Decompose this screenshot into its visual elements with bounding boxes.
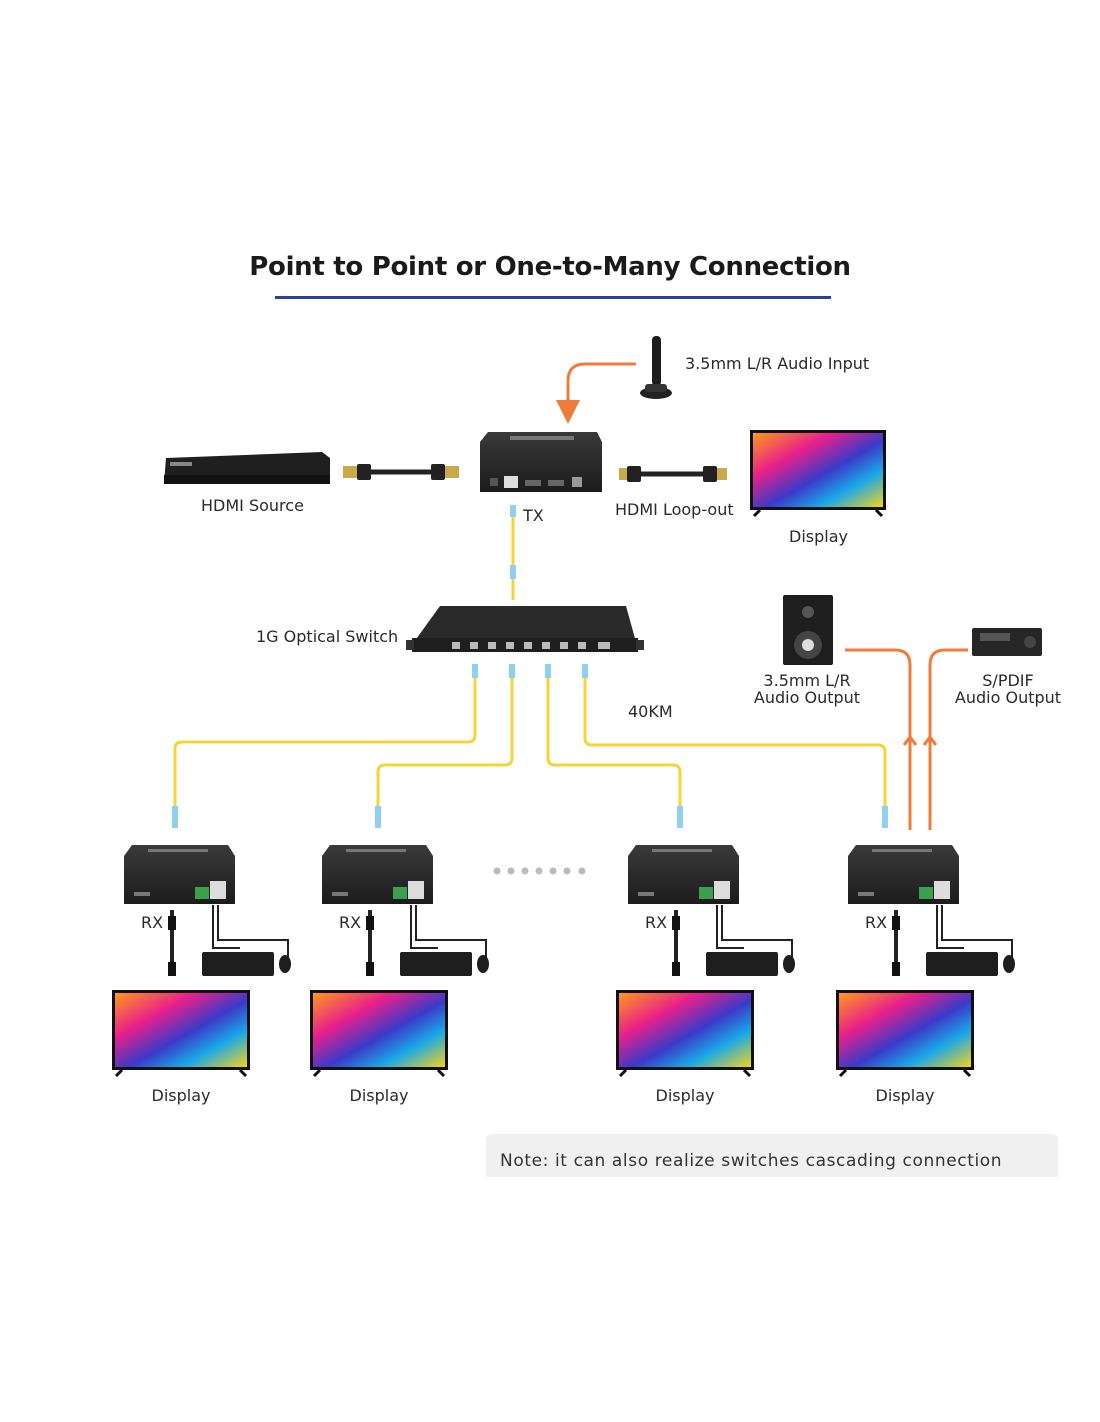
- title-underline: [275, 296, 831, 299]
- display-top-label: Display: [789, 527, 848, 546]
- hdmi-source-player-icon: [164, 452, 330, 484]
- hdmi-source-label: HDMI Source: [201, 496, 304, 515]
- receiver-set-2: [310, 845, 489, 1078]
- spdif-receiver-icon: [972, 628, 1042, 656]
- hdmi-loopout-label: HDMI Loop-out: [615, 500, 734, 519]
- display-label: Display: [151, 1086, 211, 1105]
- audio-output-cables: [845, 648, 968, 830]
- speaker-icon: [783, 595, 833, 665]
- receiver-set-4: [836, 845, 1015, 1078]
- receiver-set-1: [112, 845, 291, 1078]
- audio-input-cable: [556, 362, 636, 424]
- tx-transmitter-icon: [480, 432, 602, 492]
- hdmi-cable-right: [619, 466, 727, 482]
- receiver-set-3: [616, 845, 795, 1078]
- distance-label: 40KM: [628, 702, 673, 721]
- rx-label: RX: [339, 913, 362, 932]
- spdif-output-label: S/PDIF Audio Output: [954, 671, 1062, 707]
- audio-input-antenna-icon: [640, 336, 672, 399]
- optical-switch-label: 1G Optical Switch: [256, 627, 399, 646]
- display-label: Display: [875, 1086, 935, 1105]
- fiber-switch-to-rx4: [582, 664, 888, 828]
- display-top-icon: [750, 430, 886, 518]
- display-label: Display: [349, 1086, 409, 1105]
- more-receivers-dots: [493, 867, 586, 875]
- tx-label: TX: [523, 506, 544, 525]
- audio-input-label: 3.5mm L/R Audio Input: [685, 354, 870, 373]
- page-title: Point to Point or One-to-Many Connection: [249, 252, 851, 282]
- cascading-note-box: Note: it can also realize switches casca…: [486, 1134, 1058, 1177]
- rx-label: RX: [645, 913, 668, 932]
- rx-label: RX: [141, 913, 164, 932]
- optical-switch-icon: [406, 606, 644, 652]
- rx-label: RX: [865, 913, 888, 932]
- audio-output-label: 3.5mm L/R Audio Output: [753, 671, 861, 707]
- hdmi-cable-left: [343, 464, 459, 480]
- fiber-switch-to-rx3: [545, 664, 683, 828]
- display-label: Display: [655, 1086, 715, 1105]
- fiber-switch-to-rx1: [172, 664, 478, 828]
- cascading-note-text: Note: it can also realize switches casca…: [500, 1151, 1003, 1171]
- fiber-switch-to-rx2: [375, 664, 515, 828]
